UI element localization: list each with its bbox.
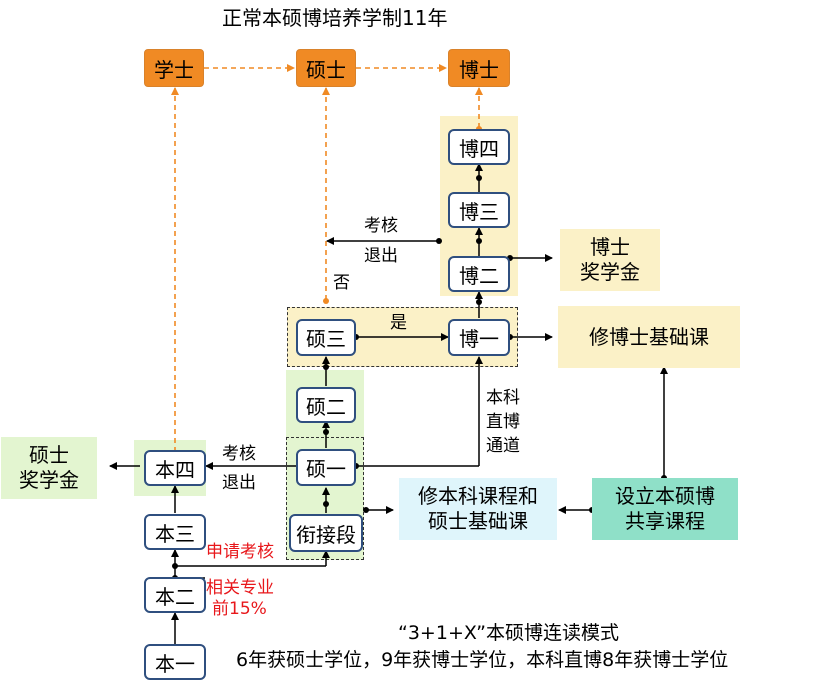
stage-ben1: 本一 <box>144 644 206 680</box>
stage-bo3: 博三 <box>448 192 510 228</box>
assess-exit-master-line2: 退出 <box>222 473 256 493</box>
stage-ben4: 本四 <box>144 450 206 486</box>
top-percent-line1: 相关专业 <box>206 578 274 598</box>
stage-bo1: 博一 <box>448 319 510 356</box>
master-scholarship-panel: 硕士 奖学金 <box>1 437 97 499</box>
master-scholarship-line2: 奖学金 <box>19 468 79 492</box>
degree-doctor: 博士 <box>448 49 510 87</box>
label-yes: 是 <box>390 313 407 333</box>
direct-phd-line2: 直博 <box>486 412 520 432</box>
doctor-scholarship-line1: 博士 <box>590 235 630 259</box>
undergrad-master-course-panel: 修本科课程和 硕士基础课 <box>399 478 557 540</box>
doctor-scholarship-line2: 奖学金 <box>580 260 640 284</box>
direct-phd-line1: 本科 <box>486 388 520 408</box>
stage-bo4: 博四 <box>448 129 510 165</box>
stage-ben2: 本二 <box>144 577 206 613</box>
footer-detail: 6年获硕士学位，9年获博士学位，本科直博8年获博士学位 <box>236 649 729 671</box>
shuo1-bridge-group <box>286 437 364 560</box>
undergrad-master-course-line2: 硕士基础课 <box>428 509 528 533</box>
page-title: 正常本硕博培养学制11年 <box>222 6 448 30</box>
label-no: 否 <box>333 273 350 293</box>
master-scholarship-line1: 硕士 <box>29 443 69 467</box>
degree-bachelor: 学士 <box>144 49 204 87</box>
assess-exit-doctor-line2: 退出 <box>364 246 398 266</box>
shared-course-line2: 共享课程 <box>625 509 705 533</box>
stage-shuo2: 硕二 <box>296 387 356 423</box>
stage-shuo3: 硕三 <box>296 319 356 356</box>
stage-shuo1: 硕一 <box>296 449 356 486</box>
stage-bridge: 衔接段 <box>289 514 363 552</box>
apply-exam-label: 申请考核 <box>206 542 274 562</box>
shared-course-line1: 设立本硕博 <box>615 484 715 508</box>
assess-exit-doctor-line1: 考核 <box>364 216 398 236</box>
assess-exit-master-line1: 考核 <box>222 444 256 464</box>
stage-ben3: 本三 <box>144 514 206 550</box>
doctor-scholarship-panel: 博士 奖学金 <box>560 229 660 291</box>
stage-bo2: 博二 <box>448 256 510 292</box>
shared-course-panel: 设立本硕博 共享课程 <box>592 478 738 540</box>
doctor-basic-course-text: 修博士基础课 <box>589 324 709 349</box>
doctor-basic-course-panel: 修博士基础课 <box>558 306 740 368</box>
direct-phd-line3: 通道 <box>486 436 520 456</box>
footer-mode: “3+1+X”本硕博连读模式 <box>398 622 619 644</box>
undergrad-master-course-line1: 修本科课程和 <box>418 484 538 508</box>
top-percent-line2: 前15% <box>212 599 267 619</box>
degree-master: 硕士 <box>296 49 356 87</box>
